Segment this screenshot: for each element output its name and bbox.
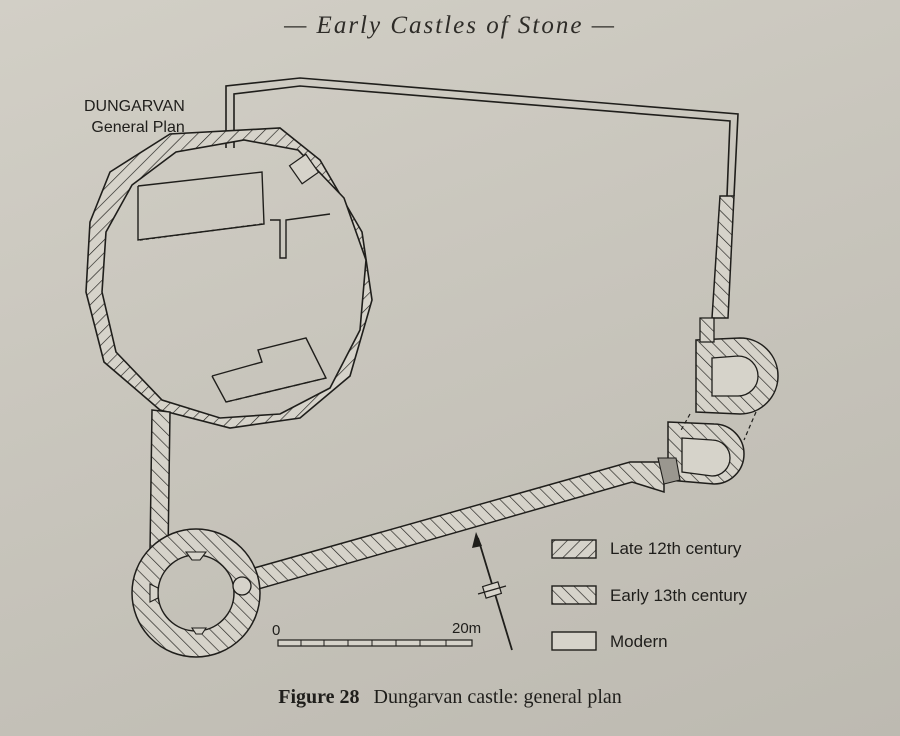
figure-number: Figure 28 bbox=[278, 686, 360, 708]
figure-caption-text: Dungarvan castle: general plan bbox=[373, 686, 622, 708]
legend-label-modern: Modern bbox=[610, 632, 668, 651]
legend-swatch-late-12th bbox=[551, 539, 597, 559]
scale-start-label: 0 bbox=[272, 622, 281, 639]
figure-caption: Figure 28 Dungarvan castle: general plan bbox=[0, 686, 900, 709]
polygonal-keep bbox=[85, 127, 373, 429]
north-arrow-icon bbox=[472, 532, 513, 651]
modern-curtain-wall bbox=[225, 77, 739, 197]
scale-end-label: 20m bbox=[452, 620, 482, 637]
east-gate-towers bbox=[657, 317, 779, 485]
south-curtain-wall bbox=[238, 461, 665, 593]
legend-swatch-early-13th bbox=[551, 585, 597, 605]
east-curtain-wall bbox=[711, 195, 735, 319]
running-header: — Early Castles of Stone — bbox=[284, 12, 616, 39]
west-curtain-wall bbox=[149, 409, 171, 553]
plan-title-line2: General Plan bbox=[91, 119, 185, 136]
legend-label-late-12th: Late 12th century bbox=[610, 539, 742, 558]
round-corner-tower bbox=[131, 528, 261, 658]
legend-label-early-13th: Early 13th century bbox=[610, 586, 748, 605]
legend-swatch-modern bbox=[551, 631, 597, 651]
plan-title-line1: DUNGARVAN bbox=[84, 98, 185, 115]
scale-bar bbox=[277, 639, 473, 647]
plan-title: DUNGARVAN General Plan bbox=[84, 96, 185, 138]
